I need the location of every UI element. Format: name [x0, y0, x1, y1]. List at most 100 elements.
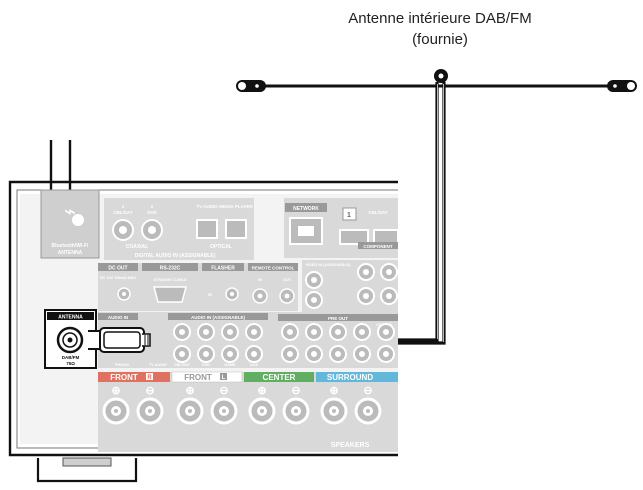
speaker-post-surround-minus[interactable]: ⊖ [354, 385, 382, 425]
svg-text:L: L [222, 375, 226, 381]
audio-in-label: AUDIO IN [108, 315, 128, 320]
dvd-label: DVD [202, 363, 210, 367]
component-jack-1[interactable] [357, 263, 375, 281]
component-jack-2[interactable] [380, 263, 398, 281]
remote-in-label: IN [258, 277, 262, 282]
video-jack-2[interactable] [305, 291, 323, 309]
coax-2-label: DVD [147, 210, 157, 215]
network-port[interactable] [289, 217, 323, 245]
coaxial-jack-1[interactable] [112, 219, 134, 241]
optical-2-label: MEDIA PLAYER [219, 204, 253, 209]
center-label: CENTER [263, 373, 296, 382]
rca-jack[interactable] [329, 323, 347, 341]
rca-jack[interactable] [377, 323, 395, 341]
coaxial-jack-2[interactable] [141, 219, 163, 241]
rca-jack[interactable] [353, 345, 371, 363]
remote-out-label: OUT [283, 277, 292, 282]
component-jack-4[interactable] [380, 287, 398, 305]
hdmi-port-2[interactable] [373, 229, 399, 245]
speaker-post-surround-plus[interactable]: ⊕ [320, 385, 348, 425]
network-label: NETWORK [293, 206, 319, 212]
svg-text:⊖: ⊖ [291, 385, 300, 397]
rs232c-label: RS-232C [160, 266, 181, 272]
svg-text:R: R [147, 375, 152, 381]
antenna-left-end [236, 80, 266, 92]
antenna-center-junction [434, 69, 448, 83]
rca-jack[interactable] [245, 345, 263, 363]
rca-jack[interactable] [281, 323, 299, 341]
bt-wifi-label: Bluetooth/Wi-Fi [52, 243, 90, 249]
hdmi-1-label: 1 [347, 212, 351, 219]
rs232c-sub: STRAIGHT CABLE [153, 278, 187, 282]
flasher-jack[interactable] [225, 287, 239, 301]
rca-jack[interactable] [281, 345, 299, 363]
flasher-label: FLASHER [211, 266, 235, 272]
speaker-post-front-r-minus[interactable]: ⊖ [136, 385, 164, 425]
optical-label: OPTICAL [210, 244, 232, 250]
rca-jack[interactable] [353, 323, 371, 341]
antenna-terminal-sub1: DAB/FM [62, 355, 80, 360]
svg-text:⊖: ⊖ [219, 385, 228, 397]
antenna-coax-socket[interactable] [56, 326, 84, 354]
optical-jack-1[interactable] [196, 219, 218, 239]
rca-jack[interactable] [173, 345, 191, 363]
coaxial-label: COAXIAL [126, 244, 149, 250]
front-l-label: FRONT [184, 373, 212, 382]
rca-jack[interactable] [377, 345, 395, 363]
rca-jack[interactable] [197, 345, 215, 363]
svg-text:⊕: ⊕ [329, 385, 338, 397]
rca-jack[interactable] [305, 345, 323, 363]
rca-jack[interactable] [305, 323, 323, 341]
rca-jack[interactable] [221, 323, 239, 341]
speaker-post-front-l-minus[interactable]: ⊖ [210, 385, 238, 425]
video-jack-1[interactable] [305, 271, 323, 289]
dab-fm-antenna-terminal: ANTENNA DAB/FM 75Ω [44, 309, 97, 369]
pre-out-label: PRE OUT [328, 316, 348, 321]
digital-audio-in-block: 1 CBL/SAT 2 DVD COAXIAL TV AUDIO MEDIA P… [104, 198, 254, 260]
hdmi-2-label: CBL/SAT [368, 210, 387, 215]
antenna-caption: Antenne intérieure DAB/FM (fournie) [300, 8, 580, 50]
rca-jack[interactable] [245, 323, 263, 341]
svg-text:⊕: ⊕ [111, 385, 120, 397]
optical-jack-2[interactable] [225, 219, 247, 239]
remote-in-jack[interactable] [252, 288, 268, 304]
audio-in-assignable-label: AUDIO IN (ASSIGNABLE) [191, 315, 246, 320]
svg-text:⊖: ⊖ [363, 385, 372, 397]
speaker-post-center-plus[interactable]: ⊕ [248, 385, 276, 425]
rca-jack[interactable] [197, 323, 215, 341]
dc-out-sub: DC 12V 150mA MAX [100, 276, 137, 280]
rca-jack[interactable] [173, 323, 191, 341]
tv-audio-label: TV AUDIO [149, 363, 167, 367]
rs232c-port[interactable] [153, 286, 187, 303]
speaker-post-front-l-plus[interactable]: ⊕ [176, 385, 204, 425]
cbl-sat-label: CBL/SAT [174, 363, 191, 367]
rca-jack[interactable] [221, 345, 239, 363]
control-ports-block: DC OUT DC 12V 150mA MAX RS-232C STRAIGHT… [98, 263, 298, 311]
rca-jack[interactable] [329, 345, 347, 363]
game-label: GAME [224, 363, 236, 367]
front-r-label: FRONT [110, 373, 138, 382]
coax-1-label: CBL/SAT [113, 210, 132, 215]
surround-label: SURROUND [327, 373, 373, 382]
receiver-foot [36, 458, 138, 483]
phono-label: PHONO [115, 363, 129, 367]
video-in-label: VIDEO IN (ASSIGNABLE) [305, 263, 351, 267]
optical-1-label: TV AUDIO [196, 204, 218, 209]
digital-audio-in-label: DIGITAL AUDIO IN (ASSIGNABLE) [135, 253, 216, 259]
coax-2-num: 2 [151, 204, 154, 209]
remote-out-jack[interactable] [279, 288, 295, 304]
antenna-terminal-title: ANTENNA [58, 315, 83, 321]
hdmi-port-1[interactable] [339, 229, 369, 245]
aux-label: AUX [250, 363, 258, 367]
antenna-right-end [607, 80, 637, 92]
video-component-block: VIDEO IN (ASSIGNABLE) COMPONENT [302, 242, 398, 312]
speaker-post-center-minus[interactable]: ⊖ [282, 385, 310, 425]
component-jack-3[interactable] [357, 287, 375, 305]
bluetooth-wifi-antenna: ⌁ Bluetooth/Wi-Fi ANTENNA [40, 140, 100, 259]
antenna-coax-plug [88, 327, 151, 353]
coax-1-num: 1 [122, 204, 125, 209]
dc-out-label: DC OUT [108, 266, 127, 272]
speaker-post-front-r-plus[interactable]: ⊕ [102, 385, 130, 425]
dc-out-jack[interactable] [117, 287, 131, 301]
